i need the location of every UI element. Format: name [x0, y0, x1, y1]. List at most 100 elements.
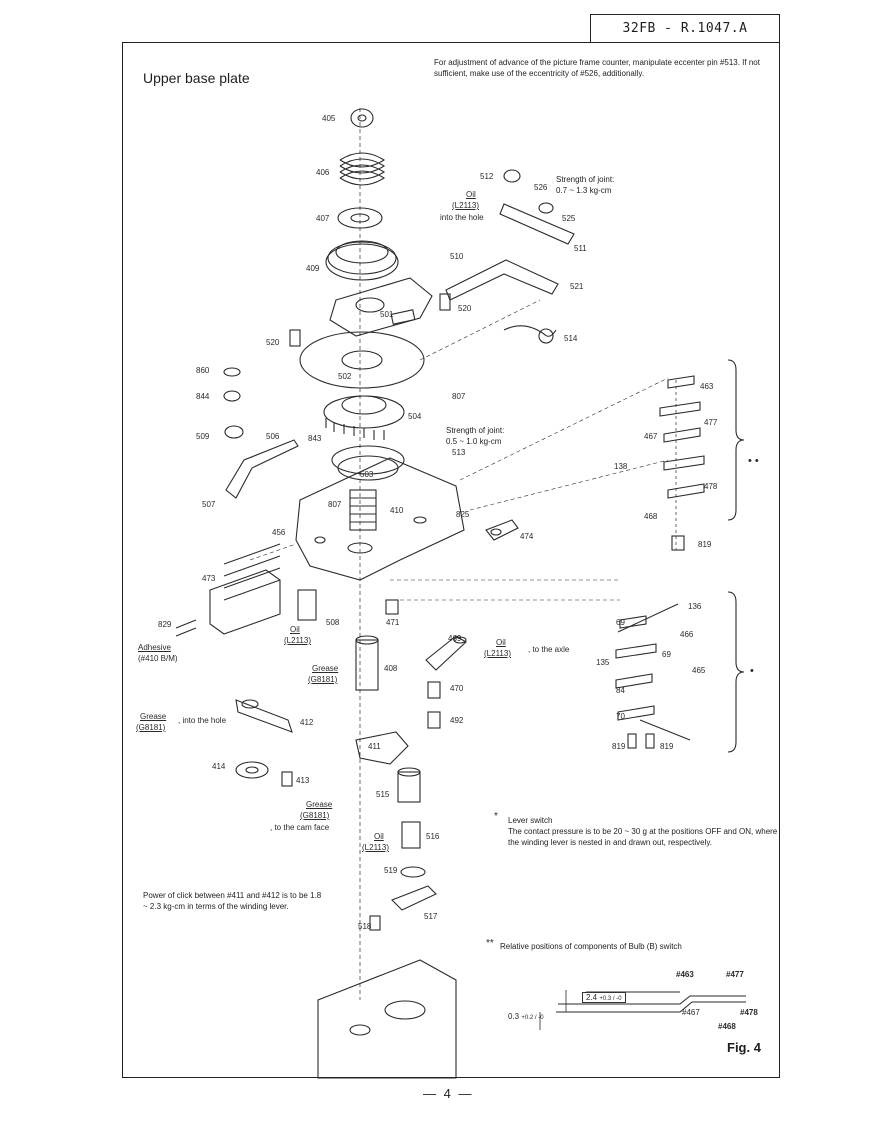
part-label: 468	[644, 512, 658, 521]
part-label: 405	[322, 114, 336, 123]
part-label: 807	[452, 392, 466, 401]
page-number: — 4 —	[423, 1086, 474, 1101]
part-label: 518	[358, 922, 372, 931]
part-label: 471	[386, 618, 400, 627]
adhesive-label: Adhesive	[138, 643, 171, 652]
dimension-0-3: 0.3 +0.2 / -0	[508, 1012, 544, 1021]
part-label: 478	[704, 482, 718, 491]
part-label: 473	[202, 574, 216, 583]
detail-label-477: #477	[726, 970, 744, 979]
part-label: 467	[644, 432, 658, 441]
part-label: 84	[616, 686, 625, 695]
adhesive-code: (#410 B/M)	[138, 654, 178, 663]
detail-label-478: #478	[740, 1008, 758, 1017]
part-label: 525	[562, 214, 576, 223]
grease-hole-label: Grease	[140, 712, 167, 721]
part-label: 517	[424, 912, 438, 921]
part-label: 508	[326, 618, 340, 627]
oil-508-code: (L2113)	[284, 636, 311, 645]
part-label: 504	[408, 412, 422, 421]
dimension-0-3-value: 0.3	[508, 1012, 520, 1021]
part-label: 69	[616, 618, 625, 627]
part-label: 463	[700, 382, 714, 391]
part-label: 843	[308, 434, 322, 443]
part-label: 474	[520, 532, 534, 541]
part-label: 413	[296, 776, 310, 785]
part-label: 819	[698, 540, 712, 549]
part-label: 469	[448, 634, 462, 643]
part-label: 513	[452, 448, 466, 457]
grease-cam-note: , to the cam face	[270, 823, 330, 832]
part-label: 456	[272, 528, 286, 537]
oil-axle-code: (L2113)	[484, 649, 511, 658]
part-label: 825	[456, 510, 470, 519]
grease-408-label: Grease	[312, 664, 339, 673]
detail-label-468: #468	[718, 1022, 736, 1031]
part-label: 860	[196, 366, 210, 375]
part-label: 844	[196, 392, 210, 401]
oil-label: Oil	[466, 190, 476, 199]
double-star-note-marker: **	[486, 938, 494, 949]
oil-508-label: Oil	[290, 625, 300, 634]
note-strength-2: Strength of joint:0.5 ~ 1.0 kg-cm	[446, 426, 505, 446]
oil-axle-label: Oil	[496, 638, 506, 647]
oil-note: into the hole	[440, 213, 484, 222]
document-reference: 32FB - R.1047.A	[590, 14, 780, 42]
note-strength-1: Strength of joint:0.7 ~ 1.3 kg-cm	[556, 175, 615, 195]
page-title: Upper base plate	[143, 70, 250, 86]
detail-label-463: #463	[676, 970, 694, 979]
part-label: 501	[380, 310, 394, 319]
part-label: 465	[692, 666, 706, 675]
part-label: 807	[328, 500, 342, 509]
double-star-brace-marker: • •	[748, 455, 759, 467]
part-label: 411	[368, 742, 381, 751]
part-label: 135	[596, 658, 610, 667]
oil-code: (L2113)	[452, 201, 479, 210]
dimension-2-4-tolerance: +0.3 / -0	[599, 996, 622, 1002]
part-label: 509	[196, 432, 210, 441]
single-star-brace-marker: •	[750, 665, 754, 677]
part-label: 512	[480, 172, 494, 181]
part-label: 466	[680, 630, 694, 639]
note-click-power: Power of click between #411 and #412 is …	[143, 891, 322, 911]
part-label: 414	[212, 762, 226, 771]
part-label: 410	[390, 506, 404, 515]
part-label: 829	[158, 620, 172, 629]
star-note-marker: *	[494, 811, 498, 822]
figure-label: Fig. 4	[727, 1040, 761, 1055]
part-label: 819	[612, 742, 626, 751]
note-lever-switch: Lever switch The contact pressure is to …	[508, 815, 778, 848]
part-label: 520	[458, 304, 472, 313]
grease-hole-code: (G8181)	[136, 723, 166, 732]
note-lever-switch-body: The contact pressure is to be 20 ~ 30 g …	[508, 827, 778, 847]
grease-cam-code: (G8181)	[300, 811, 330, 820]
part-label: 136	[688, 602, 702, 611]
part-label: 506	[266, 432, 280, 441]
part-label: 477	[704, 418, 718, 427]
dimension-0-3-tolerance: +0.2 / -0	[521, 1015, 544, 1021]
part-label: 406	[316, 168, 330, 177]
part-label: 492	[450, 716, 464, 725]
part-label: 507	[202, 500, 216, 509]
part-label: 470	[450, 684, 464, 693]
part-label: 407	[316, 214, 330, 223]
part-label: 69	[662, 650, 671, 659]
part-label: 409	[306, 264, 320, 273]
oil-axle-note: , to the axle	[528, 645, 570, 654]
part-label: 503	[360, 470, 374, 479]
part-label: 408	[384, 664, 398, 673]
grease-hole-note: , into the hole	[178, 716, 227, 725]
grease-cam-label: Grease	[306, 800, 333, 809]
part-label: 412	[300, 718, 314, 727]
part-label: 526	[534, 183, 548, 192]
part-label: 138	[614, 462, 628, 471]
part-label: 511	[574, 244, 587, 253]
grease-408-code: (G8181)	[308, 675, 338, 684]
part-label: 515	[376, 790, 390, 799]
part-label: 520	[266, 338, 280, 347]
part-label: 519	[384, 866, 398, 875]
dimension-2-4: 2.4 +0.3 / -0	[582, 992, 626, 1003]
part-label: 516	[426, 832, 440, 841]
oil-516-code: (L2113)	[362, 843, 389, 852]
